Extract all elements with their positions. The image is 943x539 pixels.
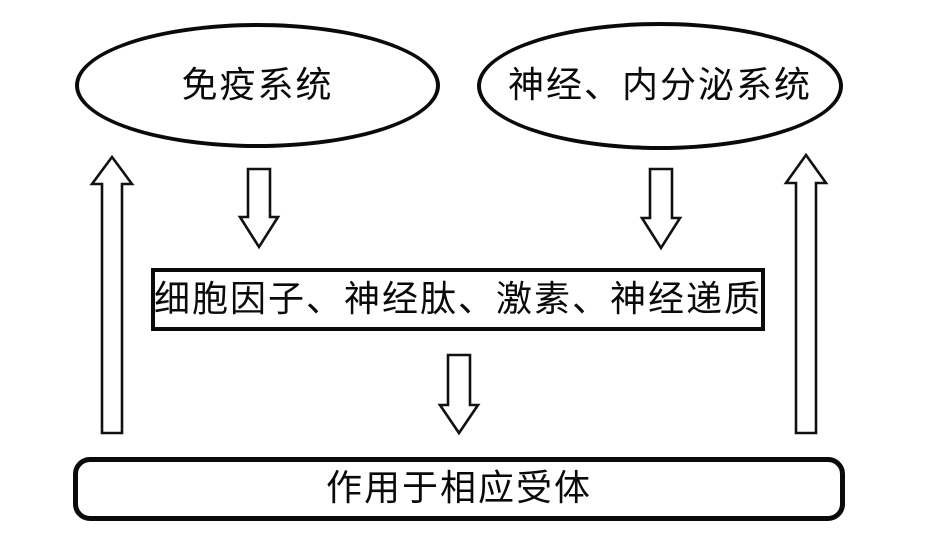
node-neuro-endocrine-system: 神经、内分泌系统 xyxy=(477,22,843,150)
arrow-immune-to-mediators xyxy=(237,167,281,250)
arrow-mediators-to-receptors xyxy=(437,353,481,436)
node-neuro-endocrine-system-label: 神经、内分泌系统 xyxy=(507,65,812,106)
node-receptor-action: 作用于相应受体 xyxy=(73,457,845,521)
arrow-receptors-to-neuro xyxy=(783,152,829,435)
node-receptor-action-label: 作用于相应受体 xyxy=(325,468,592,509)
arrow-receptors-to-immune xyxy=(89,154,135,435)
node-immune-system: 免疫系统 xyxy=(75,23,440,148)
arrow-neuro-to-mediators xyxy=(639,167,683,251)
node-mediators-label: 细胞因子、神经肽、激素、神经递质 xyxy=(154,278,763,319)
node-mediators: 细胞因子、神经肽、激素、神经递质 xyxy=(151,268,765,331)
node-immune-system-label: 免疫系统 xyxy=(181,64,334,105)
